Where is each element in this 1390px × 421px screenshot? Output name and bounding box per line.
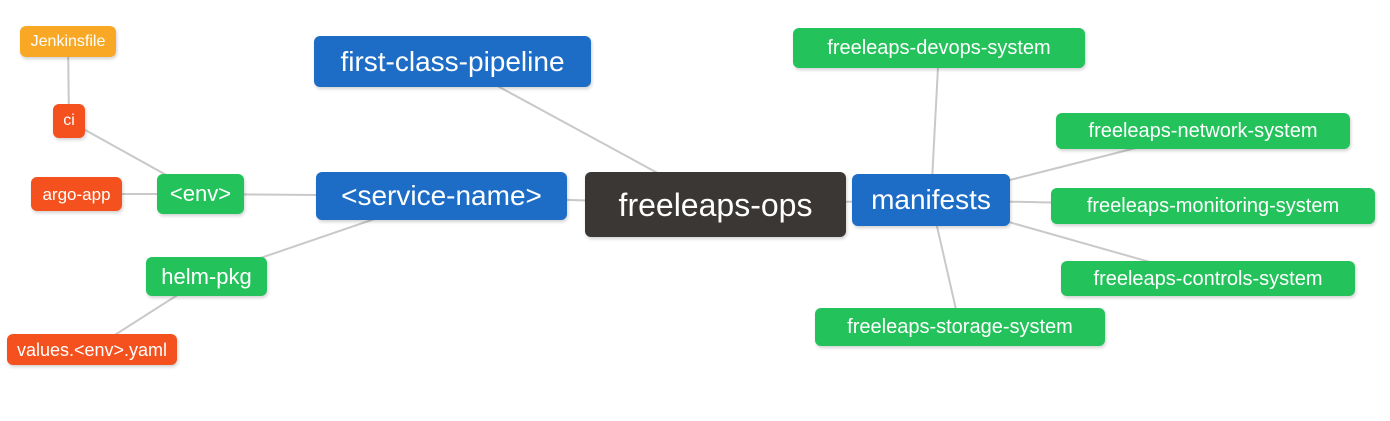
node-freeleaps-controls-system[interactable]: freeleaps-controls-system: [1061, 261, 1355, 296]
node-freeleaps-network-system[interactable]: freeleaps-network-system: [1056, 113, 1350, 149]
node-freeleaps-storage-system[interactable]: freeleaps-storage-system: [815, 308, 1105, 346]
node-env[interactable]: <env>: [157, 174, 244, 214]
node-helm-pkg[interactable]: helm-pkg: [146, 257, 267, 296]
node-freeleaps-monitoring-system[interactable]: freeleaps-monitoring-system: [1051, 188, 1375, 224]
node-service-name[interactable]: <service-name>: [316, 172, 567, 220]
node-jenkinsfile[interactable]: Jenkinsfile: [20, 26, 116, 57]
node-argo-app[interactable]: argo-app: [31, 177, 122, 211]
node-manifests[interactable]: manifests: [852, 174, 1010, 226]
node-freeleaps-devops-system[interactable]: freeleaps-devops-system: [793, 28, 1085, 68]
node-freeleaps-ops[interactable]: freeleaps-ops: [585, 172, 846, 237]
node-ci[interactable]: ci: [53, 104, 85, 138]
node-values-env-yaml[interactable]: values.<env>.yaml: [7, 334, 177, 365]
node-first-class-pipeline[interactable]: first-class-pipeline: [314, 36, 591, 87]
